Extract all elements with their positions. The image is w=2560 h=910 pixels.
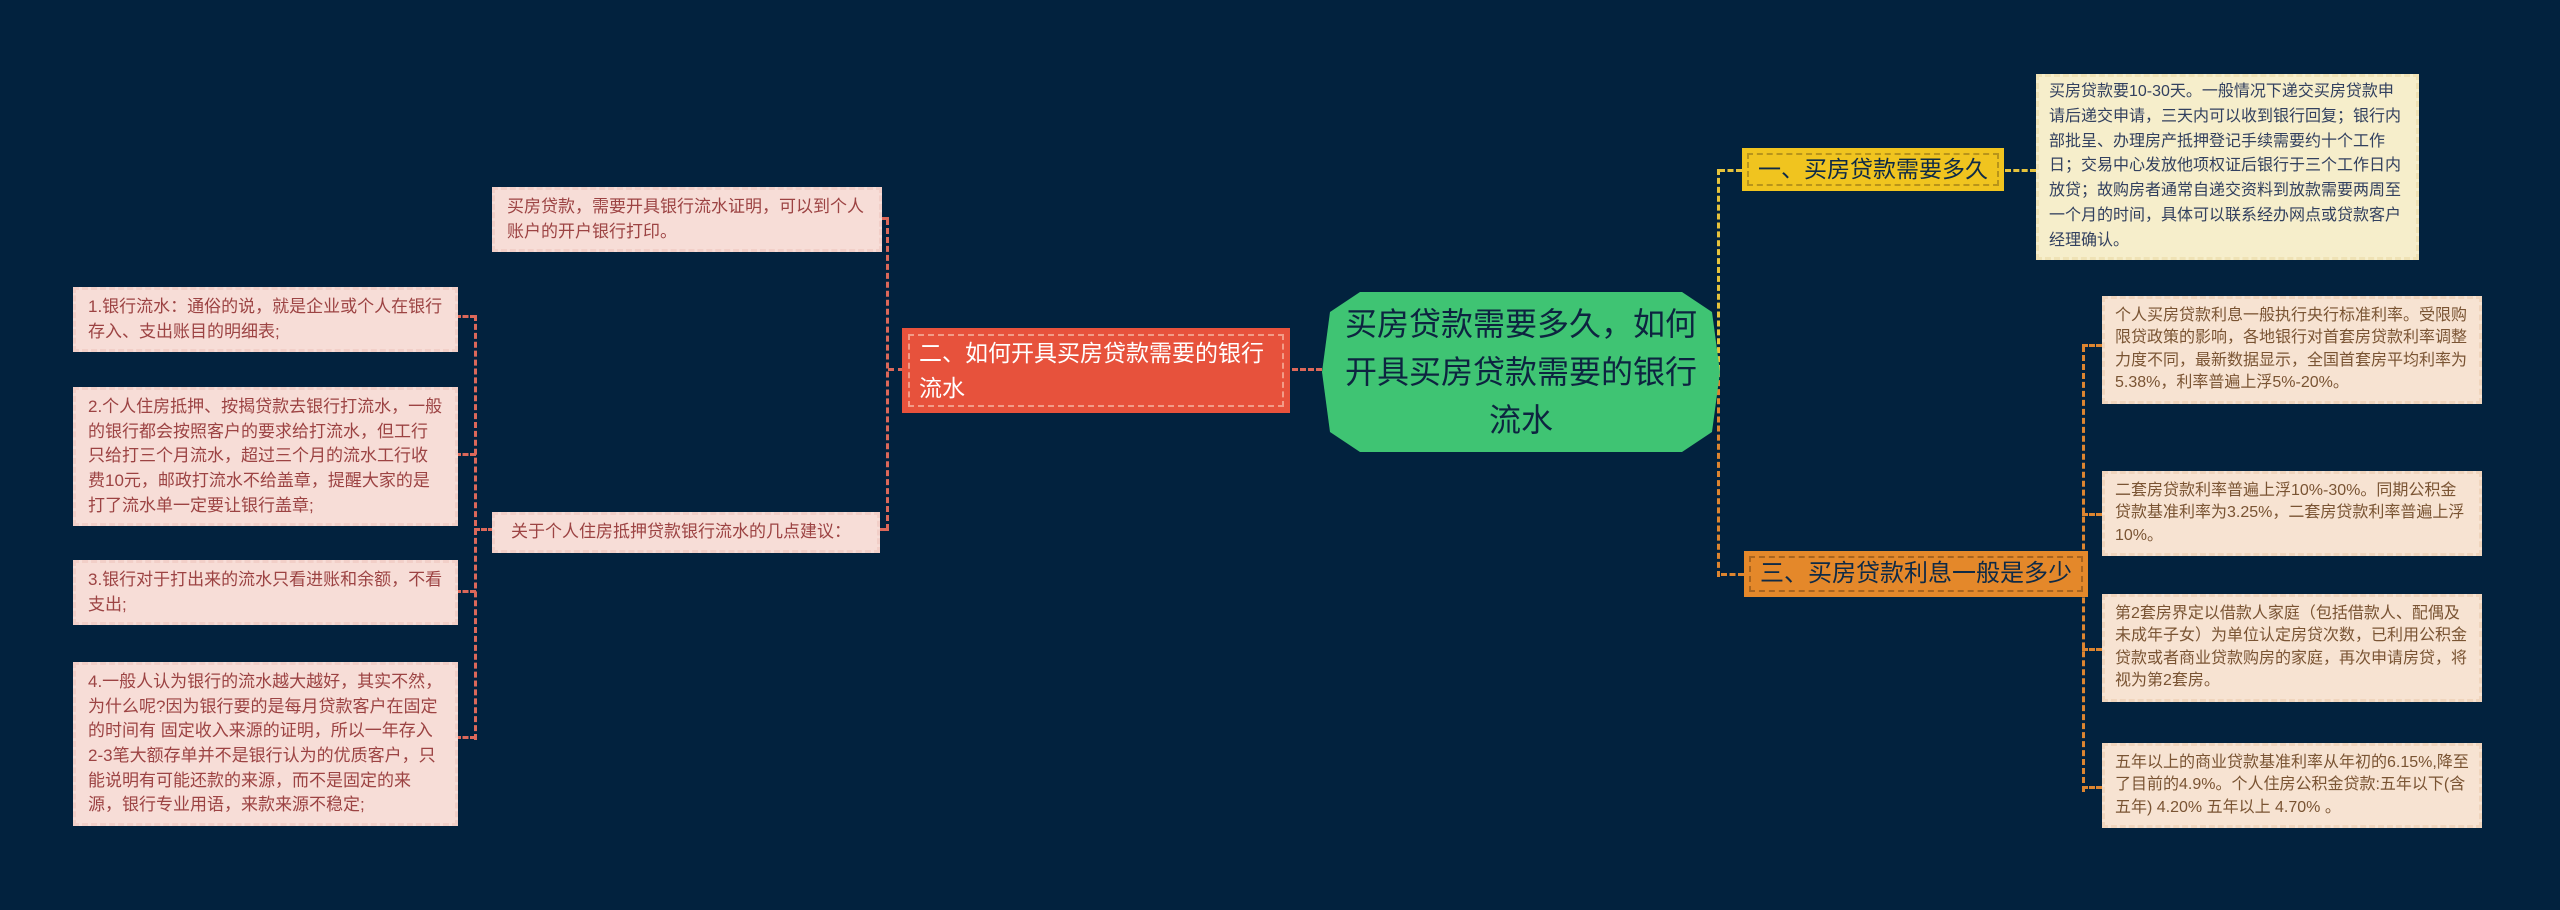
note-loan-duration-detail: 买房贷款要10-30天。一般情况下递交买房贷款申请后递交申请，三天内可以收到银行… [2036,74,2419,260]
note-advice-label: 关于个人住房抵押贷款银行流水的几点建议： [492,512,880,553]
note-2-mortgage-flow-printing: 2.个人住房抵押、按揭贷款去银行打流水，一般的银行都会按照客户的要求给打流水，但… [73,387,458,527]
connector-detail2-stub [2082,513,2102,516]
connector-intro-note-stub [877,217,889,220]
connector-topic1-to-detail [2005,169,2036,172]
connector-branch2-notes-trunk [474,315,477,740]
connector-detail4-stub [2082,786,2102,789]
note-first-home-rate: 个人买房贷款利息一般执行央行标准利率。受限购限贷政策的影响，各地银行对首套房贷款… [2102,296,2482,404]
note-intro-bank-flow: 买房贷款，需要开具银行流水证明，可以到个人账户的开户银行打印。 [492,187,882,253]
note-benchmark-rates: 五年以上的商业贷款基准利率从年初的6.15%,降至了目前的4.9%。个人住房公积… [2102,743,2482,829]
topic-branch1: 一、买房贷款需要多久 [1742,148,2004,191]
note-3-bank-checks-income: 3.银行对于打出来的流水只看进账和余额，不看支出; [73,560,458,626]
connector-note1-stub [455,315,476,318]
connector-detail1-stub [2082,344,2102,347]
connector-advice-left-stub [474,528,494,531]
note-1-bank-flow-definition: 1.银行流水：通俗的说，就是企业或个人在银行存入、支出账目的明细表; [73,287,458,353]
connector-detail3-stub [2082,648,2102,651]
connector-red-topic-to-center [1292,368,1322,371]
connector-note3-stub [455,590,476,593]
connector-note4-stub [455,736,476,739]
note-second-home-definition: 第2套房界定以借款人家庭（包括借款人、配偶及未成年子女）为单位认定房贷次数，已利… [2102,594,2482,702]
connector-branch3-vertical [1717,371,1720,577]
connector-advice-right-stub [877,528,889,531]
center-topic: 买房贷款需要多久，如何开具买房贷款需要的银行流水 [1322,292,1720,452]
connector-note2-stub [455,453,476,456]
connector-trunk-to-red-topic [888,368,904,371]
connector-branch3-to-topic [1721,573,1744,576]
note-second-home-rate: 二套房贷款利率普遍上浮10%-30%。同期公积金贷款基准利率为3.25%，二套房… [2102,471,2482,557]
connector-branch1-vertical [1717,169,1720,371]
topic-branch2: 二、如何开具买房贷款需要的银行流水 [902,328,1290,413]
connector-branch2-trunk [886,219,889,530]
connector-branch1-to-topic [1719,169,1742,172]
note-4-flow-size-misconception: 4.一般人认为银行的流水越大越好，其实不然，为什么呢?因为银行要的是每月贷款客户… [73,662,458,826]
topic-branch3: 三、买房贷款利息一般是多少 [1744,551,2088,597]
